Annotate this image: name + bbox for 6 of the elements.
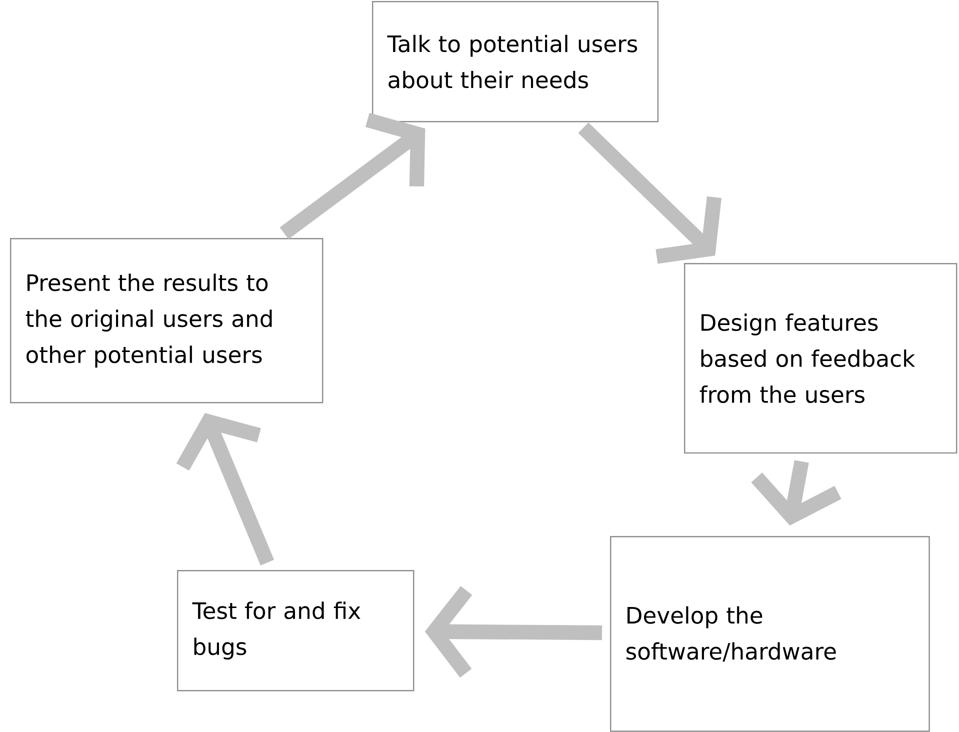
arrow bbox=[578, 122, 722, 264]
process-box: Talk to potential users about their needs bbox=[372, 1, 659, 122]
process-box: Present the results to the original users and other potential users bbox=[10, 238, 324, 404]
process-box: Develop the software/hardware bbox=[610, 536, 930, 732]
process-box: Test for and fix bugs bbox=[177, 570, 414, 692]
process-box: Design features based on feedback from the users bbox=[684, 263, 958, 454]
